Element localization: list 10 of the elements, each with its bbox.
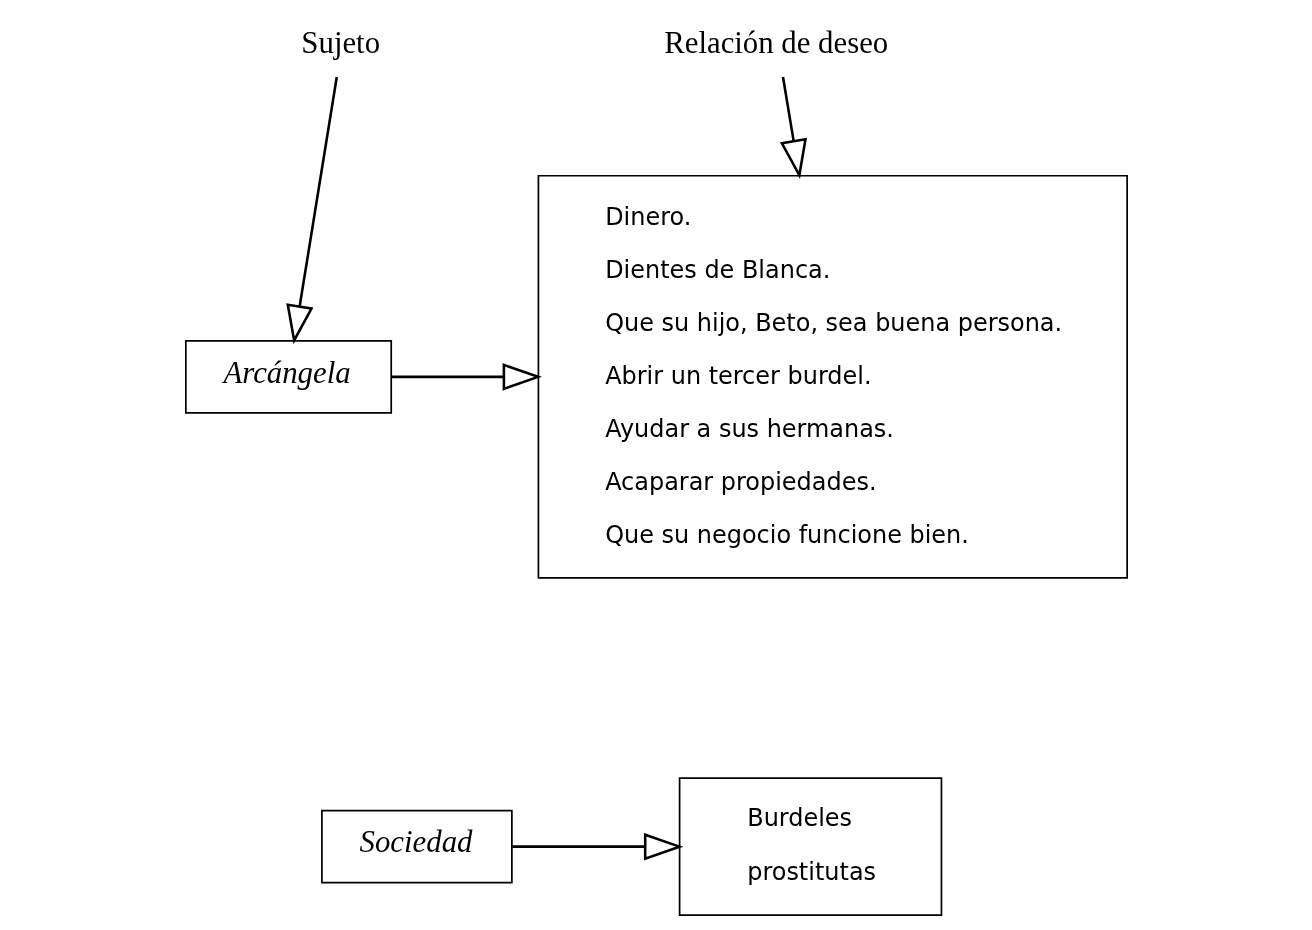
arrow [391, 363, 542, 391]
node-box: Sociedad [320, 809, 513, 884]
arrow [511, 832, 683, 861]
node-box: Burdeles prostitutas [678, 777, 942, 916]
arrow [285, 76, 338, 345]
node-text: Sujeto [300, 26, 380, 61]
arrow [779, 76, 807, 179]
node-box: Arcángela [184, 340, 392, 414]
node-text: Relación de deseo [663, 26, 888, 61]
node-box: Dinero. Dientes de Blanca. Que su hijo, Beto, sea buena persona. Abrir un tercer burdel. Ayudar a sus hermanas. Acaparar propiedades. Que su negocio funcione bien. [537, 174, 1128, 579]
